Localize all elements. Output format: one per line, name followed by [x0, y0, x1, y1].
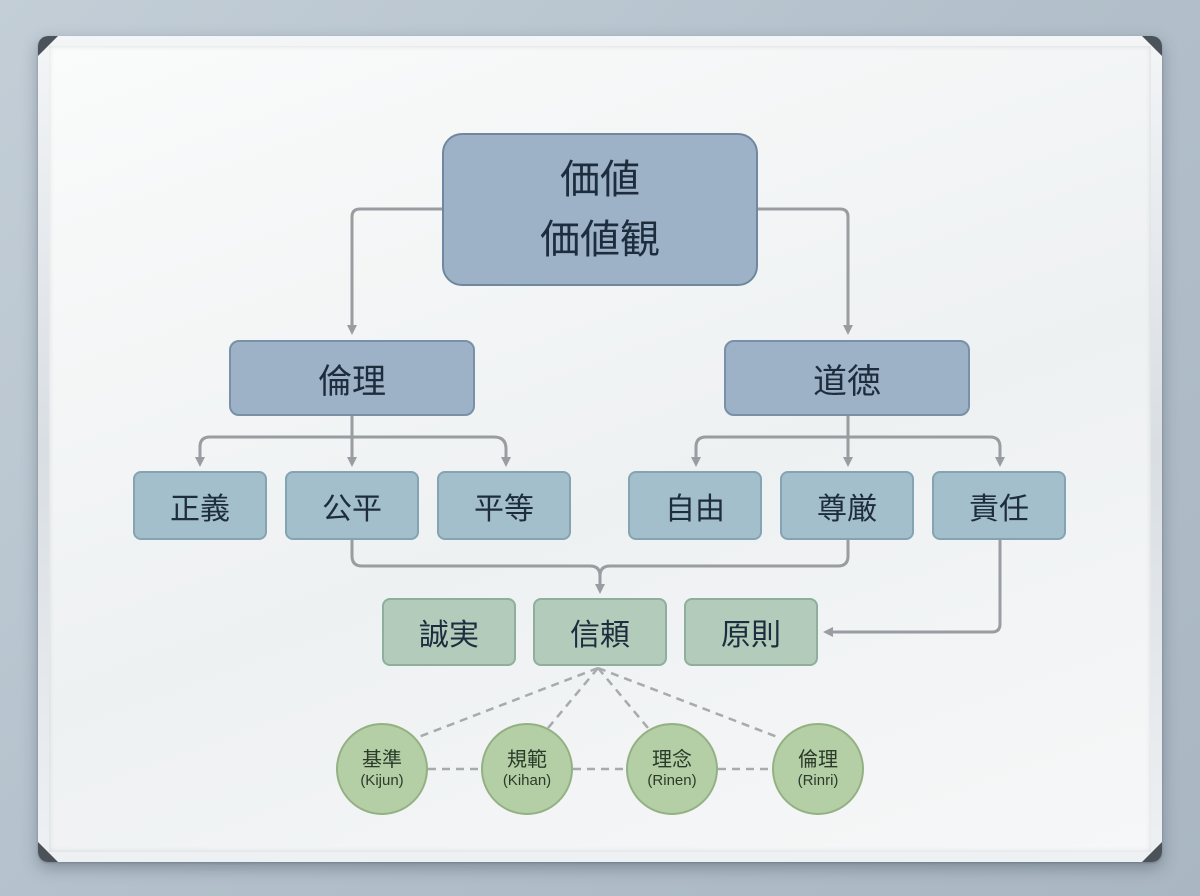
- node-integrity: 誠実: [382, 598, 516, 666]
- connector-root-right: [756, 207, 853, 335]
- node-values: 価値 価値観: [442, 133, 758, 286]
- node-trust-label: 信頼: [570, 618, 630, 653]
- circle-rinen: 理念 (Rinen): [626, 723, 718, 815]
- node-values-line1: 価値: [560, 156, 640, 203]
- circle-kihan-romaji: (Kihan): [502, 772, 552, 790]
- circle-kihan: 規範 (Kihan): [481, 723, 573, 815]
- node-freedom: 自由: [628, 471, 762, 540]
- dashed-trust-to-rinri: [597, 666, 781, 740]
- dashed-trust-to-rinen: [597, 667, 649, 729]
- node-fairness: 公平: [285, 471, 419, 540]
- circle-kihan-kanji: 規範: [507, 747, 547, 772]
- node-trust: 信頼: [533, 598, 667, 666]
- circle-rinen-kanji: 理念: [652, 747, 692, 772]
- dashed-trust-to-kijun: [415, 666, 599, 740]
- circle-rinri-kanji: 倫理: [798, 747, 838, 772]
- node-ethics: 倫理: [229, 340, 475, 416]
- node-ethics-label: 倫理: [318, 361, 386, 402]
- node-responsibility: 責任: [932, 471, 1066, 540]
- circle-rinri: 倫理 (Rinri): [772, 723, 864, 815]
- node-principle-label: 原則: [721, 618, 781, 653]
- connector-merge-to-trust: [350, 538, 850, 590]
- node-integrity-label: 誠実: [419, 618, 479, 653]
- node-dignity: 尊厳: [780, 471, 914, 540]
- node-responsibility-label: 責任: [969, 491, 1029, 527]
- node-morality: 道徳: [724, 340, 970, 416]
- node-equality: 平等: [437, 471, 571, 540]
- connector-responsibility-to-principle: [823, 538, 1002, 637]
- connector-right-split: [694, 414, 1002, 463]
- circle-kijun-kanji: 基準: [362, 747, 402, 772]
- node-justice-label: 正義: [170, 491, 230, 527]
- node-fairness-label: 公平: [322, 491, 382, 527]
- node-morality-label: 道徳: [813, 361, 881, 402]
- circle-rinen-romaji: (Rinen): [647, 772, 697, 790]
- node-freedom-label: 自由: [665, 491, 725, 527]
- circle-rinri-romaji: (Rinri): [797, 772, 839, 790]
- node-equality-label: 平等: [474, 491, 534, 527]
- dashed-trust-to-kihan: [547, 667, 599, 729]
- connector-root-left: [347, 207, 444, 335]
- circle-kijun: 基準 (Kijun): [336, 723, 428, 815]
- node-principle: 原則: [684, 598, 818, 666]
- node-dignity-label: 尊厳: [817, 491, 877, 527]
- node-justice: 正義: [133, 471, 267, 540]
- connector-left-split: [198, 414, 508, 463]
- circle-kijun-romaji: (Kijun): [360, 772, 404, 790]
- node-values-line2: 価値観: [540, 216, 660, 263]
